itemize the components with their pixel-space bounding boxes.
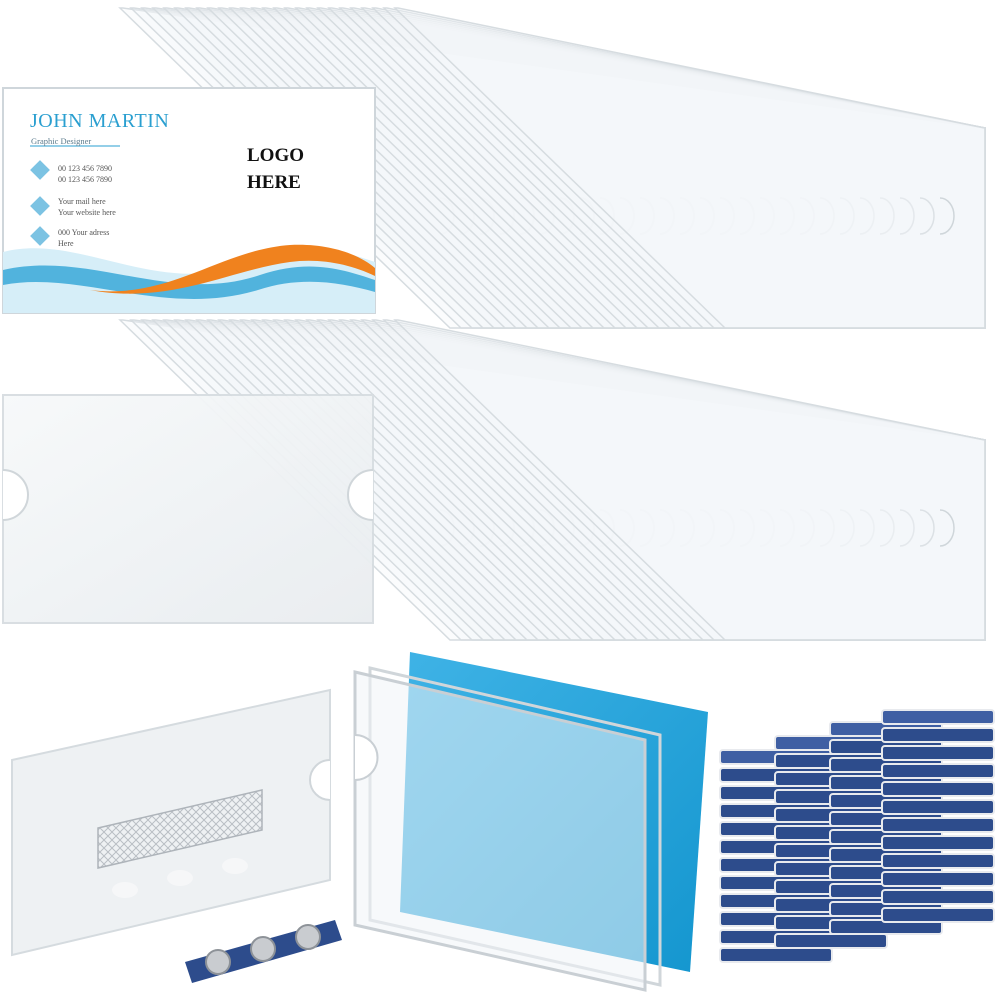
- holder-notch: [639, 509, 655, 547]
- holder-notch: [719, 509, 735, 547]
- holder-notch: [759, 197, 775, 235]
- holder-notch: [699, 197, 715, 235]
- holder-notch: [459, 197, 475, 235]
- card-name: JOHN MARTIN: [30, 110, 170, 132]
- magnet-block: [881, 871, 995, 887]
- card-address: 000 Your adress Here: [58, 228, 110, 248]
- magnet-block: [881, 799, 995, 815]
- holder-notch: [879, 197, 895, 235]
- card-phones: 00 123 456 7890 00 123 456 7890: [58, 164, 112, 184]
- holder-notch: [839, 197, 855, 235]
- magnet-block: [719, 947, 833, 963]
- holder-notch: [719, 197, 735, 235]
- stacked-holder: [393, 7, 986, 329]
- holder-notch: [739, 197, 755, 235]
- holder-notch: [639, 197, 655, 235]
- magnet-block: [881, 709, 995, 725]
- holder-notch: [939, 197, 955, 235]
- holder-notch: [459, 509, 475, 547]
- holder-notch: [939, 509, 955, 547]
- magnet-block: [774, 933, 888, 949]
- holder-notch: [799, 197, 815, 235]
- card-logo: LOGO HERE: [247, 145, 305, 193]
- holder-notch: [439, 197, 455, 235]
- card-web: Your mail here Your website here: [58, 197, 116, 217]
- holder-notch: [799, 509, 815, 547]
- holder-notch: [859, 197, 875, 235]
- magnet-block: [881, 727, 995, 743]
- holder-notch: [579, 197, 595, 235]
- holder-notch: [619, 509, 635, 547]
- stacked-holder: [393, 319, 986, 641]
- holder-notch: [679, 197, 695, 235]
- holder-notch: [759, 509, 775, 547]
- business-card: [2, 87, 376, 314]
- holder-notch: [779, 509, 795, 547]
- holder-notch: [859, 509, 875, 547]
- holder-with-magnet: [11, 688, 331, 957]
- holder-notch: [619, 197, 635, 235]
- card-role: Graphic Designer: [31, 136, 92, 146]
- empty-holder: [2, 394, 374, 624]
- holder-notch: [779, 197, 795, 235]
- magnet-block: [881, 781, 995, 797]
- magnet-block: [881, 745, 995, 761]
- holder-notch: [919, 197, 935, 235]
- holder-notch: [479, 509, 495, 547]
- holder-notch: [559, 509, 575, 547]
- magnet-block: [881, 907, 995, 923]
- frame-and-film: [353, 652, 708, 992]
- magnet-strip: [185, 920, 342, 983]
- holder-notch: [919, 509, 935, 547]
- magnet-block: [881, 889, 995, 905]
- holder-notch: [439, 509, 455, 547]
- holder-notch: [559, 197, 575, 235]
- holder-notch: [899, 197, 915, 235]
- holder-notch: [819, 197, 835, 235]
- magnet-block: [881, 835, 995, 851]
- magnet-block: [881, 763, 995, 779]
- magnet-block: [881, 817, 995, 833]
- holder-notch: [899, 509, 915, 547]
- holder-notch: [819, 509, 835, 547]
- holder-notch: [679, 509, 695, 547]
- holder-notch: [659, 509, 675, 547]
- holder-notch: [879, 509, 895, 547]
- holder-notch: [699, 509, 715, 547]
- holder-notch: [739, 509, 755, 547]
- holder-notch: [839, 509, 855, 547]
- holder-notch: [579, 509, 595, 547]
- magnet-blocks: [719, 709, 995, 963]
- magnet-block: [881, 853, 995, 869]
- holder-notch: [479, 197, 495, 235]
- holder-notch: [659, 197, 675, 235]
